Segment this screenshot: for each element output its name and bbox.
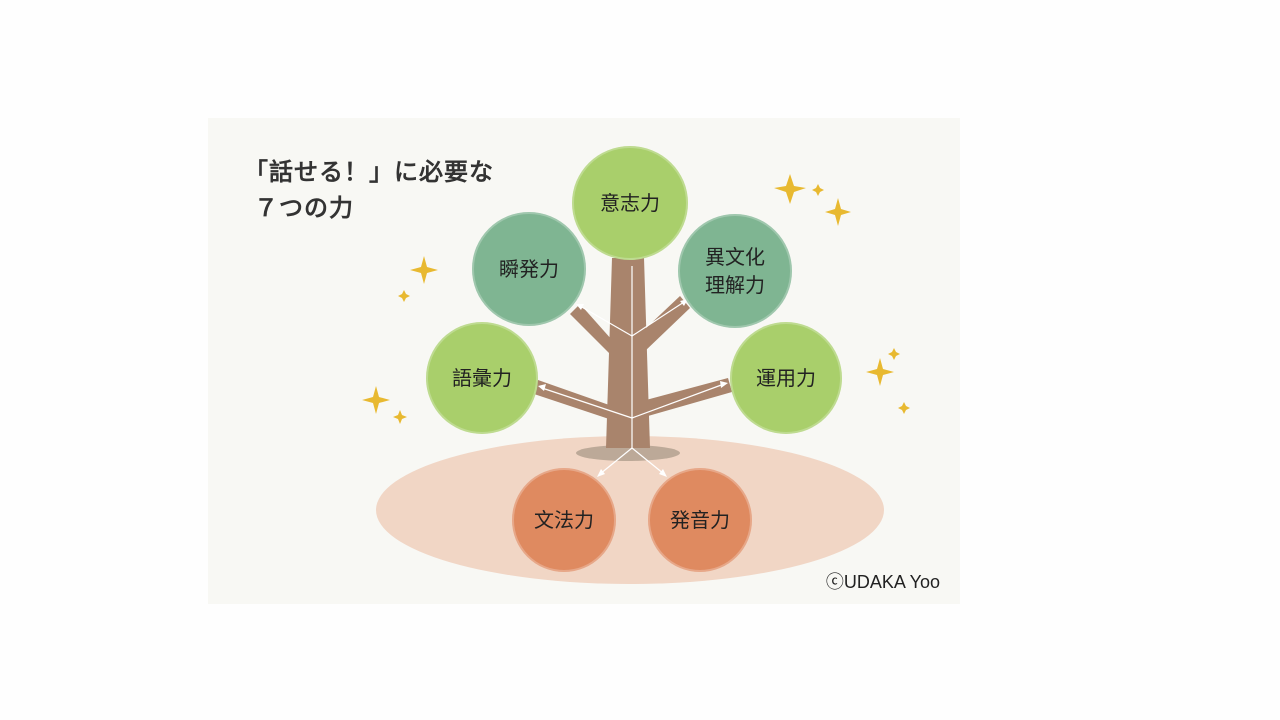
node-unyo: 運用力: [730, 322, 842, 434]
node-hatsuon: 発音力: [648, 468, 752, 572]
tree-branches: [534, 258, 732, 448]
node-shunpatsu-label: 瞬発力: [499, 257, 559, 281]
copyright-credit: ⓒUDAKA Yoo: [825, 572, 940, 592]
node-bunpo: 文法力: [512, 468, 616, 572]
trunk-shadow: [576, 445, 680, 461]
diagram-title: 「話せる！」に必要な ７つの力: [244, 154, 494, 226]
diagram-card: 「話せる！」に必要な ７つの力 意志力 瞬発力 異文化 理解力 語彙力 運用力 …: [208, 118, 960, 604]
node-shunpatsu: 瞬発力: [472, 212, 586, 326]
ground-ellipse: [376, 436, 884, 584]
tree-illustration: [362, 174, 910, 584]
tree-arrows: [541, 266, 725, 475]
node-ibunka-label: 異文化 理解力: [705, 243, 765, 299]
sparkle-icons: [362, 174, 910, 424]
node-ibunka-line-1: 異文化: [705, 245, 765, 269]
node-hatsuon-label: 発音力: [670, 508, 730, 532]
title-line-1: 「話せる！」に必要な: [244, 158, 494, 186]
title-line-2: ７つの力: [254, 194, 354, 222]
node-ishi-label: 意志力: [600, 191, 660, 215]
node-goi: 語彙力: [426, 322, 538, 434]
node-unyo-label: 運用力: [756, 366, 816, 390]
node-ibunka: 異文化 理解力: [678, 214, 792, 328]
node-ibunka-line-2: 理解力: [705, 273, 765, 297]
node-ishi: 意志力: [572, 146, 688, 260]
node-goi-label: 語彙力: [452, 366, 512, 390]
node-bunpo-label: 文法力: [534, 508, 594, 532]
arrow-heads: [538, 299, 728, 477]
